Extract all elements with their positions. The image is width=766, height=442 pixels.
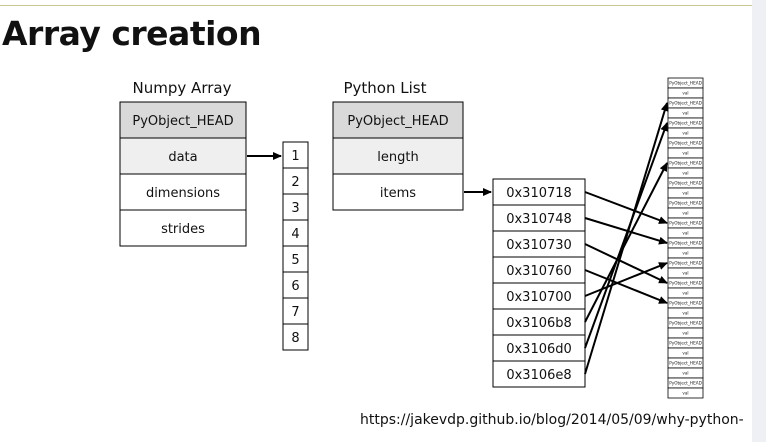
right-edge-band	[752, 0, 766, 442]
pointer-address: 0x310700	[506, 290, 572, 305]
heap-object-label: PyObject_HEAD	[669, 301, 702, 306]
buffer-value: 3	[291, 201, 299, 216]
heap-object-label: PyObject_HEAD	[669, 221, 702, 226]
heap-object-label: PyObject_HEAD	[669, 341, 702, 346]
pointer-arrow	[584, 217, 668, 245]
numpy-field-strides: strides	[161, 222, 205, 237]
heap-object-column: PyObject_HEADvalPyObject_HEADvalPyObject…	[667, 77, 704, 399]
buffer-value: 1	[291, 149, 299, 164]
pointer-arrow	[584, 269, 668, 304]
list-field-box-length	[332, 137, 464, 175]
heap-value-label: val	[682, 271, 688, 276]
heap-value-label: val	[682, 111, 688, 116]
heap-value-label: val	[682, 191, 688, 196]
pointer-address: 0x310730	[506, 238, 572, 253]
buffer-value: 8	[291, 331, 299, 346]
pointer-arrow	[584, 243, 668, 284]
pointer-arrow	[584, 191, 668, 224]
numpy-data-buffer: 1 2 3 4 5 6 7 8	[282, 141, 309, 351]
pointer-cell	[492, 230, 586, 258]
buffer-value: 4	[291, 227, 299, 242]
pointer-arrow	[584, 102, 669, 375]
heap-value-label: val	[682, 151, 688, 156]
pointer-cell	[492, 256, 586, 284]
pointer-arrow	[584, 162, 668, 323]
heap-value-label: val	[682, 351, 688, 356]
heap-object-label: PyObject_HEAD	[669, 361, 702, 366]
numpy-field-box-dimensions	[119, 173, 247, 211]
heap-value-label: val	[682, 231, 688, 236]
buffer-value: 7	[291, 305, 299, 320]
heap-object-label: PyObject_HEAD	[669, 281, 702, 286]
heap-object-label: PyObject_HEAD	[669, 241, 702, 246]
heap-value-label: val	[682, 251, 688, 256]
source-link[interactable]: https://jakevdp.github.io/blog/2014/05/0…	[360, 412, 744, 428]
list-field-items: items	[380, 186, 416, 201]
heap-value-label: val	[682, 371, 688, 376]
pointer-address: 0x310760	[506, 264, 572, 279]
buffer-value: 6	[291, 279, 299, 294]
heap-value-label: val	[682, 291, 688, 296]
numpy-field-data: data	[168, 150, 197, 165]
buffer-cell	[282, 167, 309, 195]
numpy-field-dimensions: dimensions	[146, 186, 220, 201]
heap-object-label: PyObject_HEAD	[669, 101, 702, 106]
pointer-arrows	[247, 102, 669, 375]
buffer-value: 5	[291, 253, 299, 268]
heap-object-label: PyObject_HEAD	[669, 141, 702, 146]
heap-object-label: PyObject_HEAD	[669, 321, 702, 326]
memory-layout-diagram: Numpy Array PyObject_HEADdatadimensionss…	[119, 77, 704, 399]
numpy-field-box-data	[119, 137, 247, 175]
heap-value-label: val	[682, 91, 688, 96]
heap-object-label: PyObject_HEAD	[669, 201, 702, 206]
numpy-field-pyobject-head: PyObject_HEAD	[132, 114, 233, 129]
pointer-arrow	[584, 262, 668, 297]
heap-cell	[667, 387, 704, 399]
pointer-address: 0x310748	[506, 212, 572, 227]
list-field-box-items	[332, 173, 464, 211]
buffer-cell	[282, 323, 309, 351]
page-title: Array creation	[2, 14, 262, 53]
heap-value-label: val	[682, 311, 688, 316]
top-rule	[0, 5, 766, 6]
buffer-cell	[282, 297, 309, 325]
pointer-address: 0x3106b8	[506, 316, 572, 331]
pointer-cell	[492, 282, 586, 310]
heap-object-label: PyObject_HEAD	[669, 261, 702, 266]
heap-object-label: PyObject_HEAD	[669, 121, 702, 126]
list-field-length: length	[377, 150, 418, 165]
pointer-address: 0x310718	[506, 186, 572, 201]
python-list-pointer-array: 0x310718 0x310748 0x310730 0x310760 0x310700…	[492, 178, 586, 388]
heap-value-label: val	[682, 171, 688, 176]
heap-object-label: PyObject_HEAD	[669, 81, 702, 86]
pointer-address: 0x3106e8	[506, 368, 571, 383]
heap-object-label: PyObject_HEAD	[669, 381, 702, 386]
heap-value-label: val	[682, 131, 688, 136]
numpy-field-box-strides	[119, 209, 247, 247]
pointer-cell	[492, 334, 586, 362]
buffer-cell	[282, 245, 309, 273]
heap-value-label: val	[682, 331, 688, 336]
numpy-array-heading: Numpy Array	[133, 79, 232, 97]
list-field-pyobject-head: PyObject_HEAD	[347, 114, 448, 129]
heap-object-label: PyObject_HEAD	[669, 181, 702, 186]
heap-value-label: val	[682, 211, 688, 216]
buffer-value: 2	[291, 175, 299, 190]
heap-object-label: PyObject_HEAD	[669, 161, 702, 166]
numpy-field-box-pyobject-head	[119, 101, 247, 139]
heap-value-label: val	[682, 391, 688, 396]
list-field-box-pyobject-head	[332, 101, 464, 139]
pointer-address: 0x3106d0	[506, 342, 572, 357]
pointer-cell	[492, 360, 586, 388]
python-list-heading: Python List	[344, 79, 427, 97]
